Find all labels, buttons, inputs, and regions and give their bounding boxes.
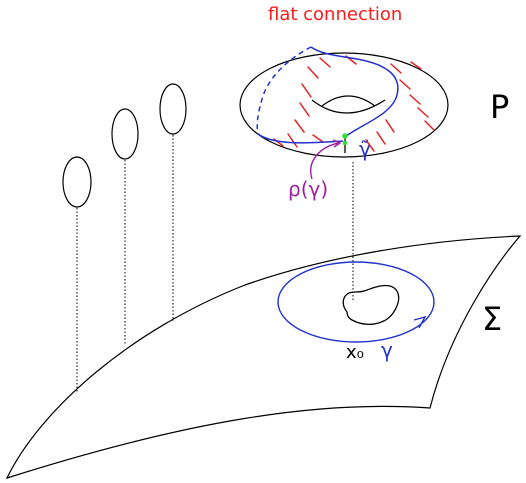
base-loop	[277, 261, 435, 343]
torus-outline	[239, 52, 449, 158]
base-surface	[5, 235, 522, 479]
fiber-ellipse	[159, 83, 187, 135]
holonomy-arrowhead	[332, 139, 342, 148]
fiber-ellipse	[111, 108, 139, 160]
base-loop-label: γ	[381, 338, 393, 362]
connection-marks	[273, 55, 435, 152]
basepoint-label: x₀	[346, 342, 364, 363]
lifted-loop-label: γ̃	[359, 137, 371, 161]
base-label: Σ	[482, 300, 502, 338]
lifted-loop-return	[257, 133, 344, 144]
diagram-title: flat connection	[268, 4, 403, 25]
bundle-label: P	[490, 88, 509, 126]
holonomy-arrow	[310, 142, 340, 180]
lifted-loop-front	[310, 46, 399, 138]
lifted-loop-back	[256, 46, 312, 135]
torus-hole-lower	[311, 99, 386, 114]
base-loop-arrowhead	[413, 315, 427, 329]
torus-hole-upper	[321, 95, 376, 107]
fiber-ellipse	[62, 156, 92, 208]
holonomy-label: ρ(γ)	[288, 177, 328, 201]
base-hole	[342, 284, 400, 325]
end-point	[342, 140, 348, 146]
start-point	[342, 133, 348, 139]
